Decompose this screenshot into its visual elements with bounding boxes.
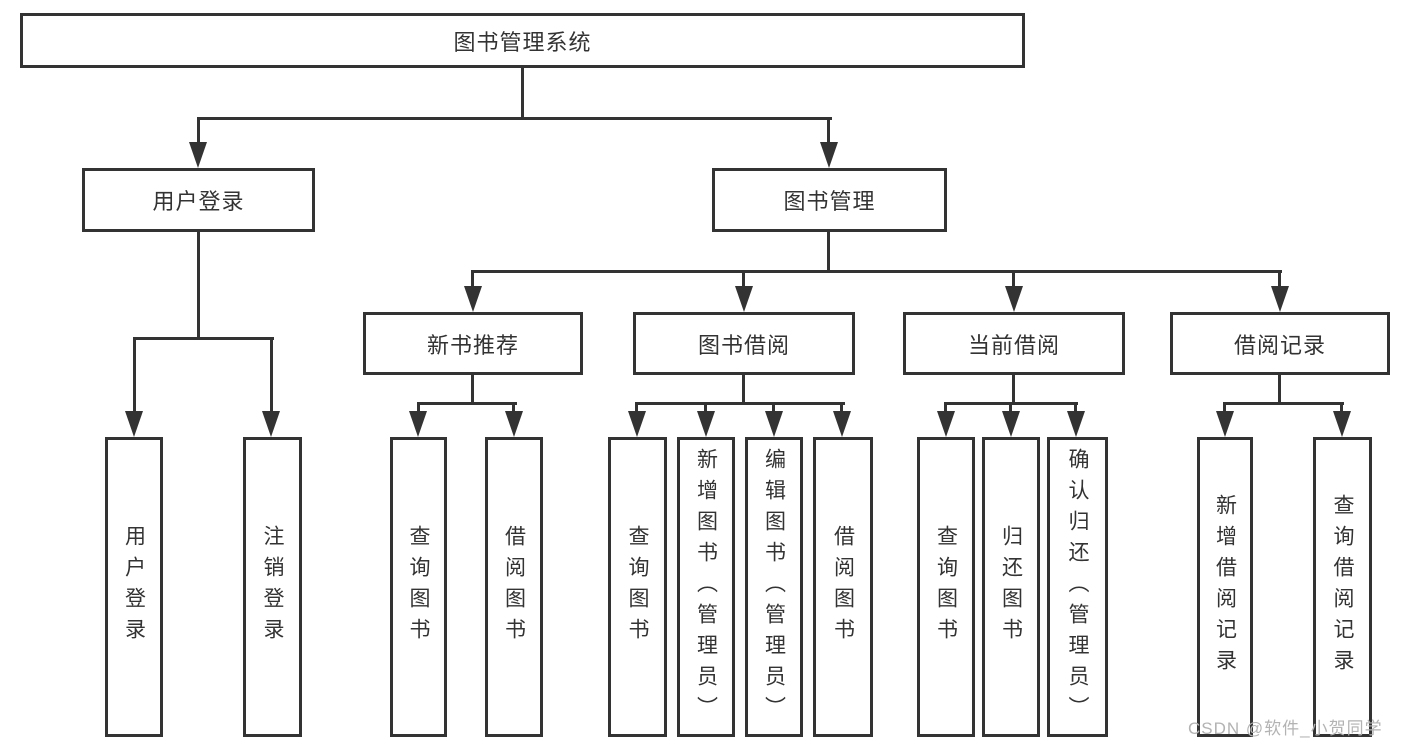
connector-root-split [197,117,832,120]
node-book-management: 图书管理 [712,168,947,232]
connector-book-mgmt-split [471,270,1282,273]
leaf-query-borrow-record: 查询借阅记录 [1313,437,1372,737]
node-new-book-recommendation: 新书推荐 [363,312,583,375]
leaf-query-borrow-record-label: 查询借阅记录 [1331,494,1354,680]
arrow-down-icon [464,286,482,312]
arrow-down-icon [628,411,646,437]
connector-stub-return [1009,402,1012,415]
node-book-borrowing: 图书借阅 [633,312,855,375]
connector-stub-current [1012,270,1015,290]
connector-book-mgmt-stem [827,232,830,273]
leaf-borrow-books-1: 借阅图书 [485,437,543,737]
arrow-down-icon [1216,411,1234,437]
leaf-user-login-label: 用户登录 [122,525,146,649]
arrow-down-icon [833,411,851,437]
arrow-down-icon [937,411,955,437]
connector-borrow-stem [742,375,745,404]
arrow-down-icon [820,142,838,168]
leaf-confirm-return-admin-label: 确认归还（管理员） [1066,447,1089,727]
arrow-down-icon [1005,286,1023,312]
connector-stub-leaf-logout [270,337,273,415]
node-user-login: 用户登录 [82,168,315,232]
connector-stub-query3 [944,402,947,415]
connector-records-stem [1278,375,1281,404]
leaf-add-borrow-record: 新增借阅记录 [1197,437,1253,737]
connector-stub-queryrec [1340,402,1343,415]
leaf-query-books-3-label: 查询图书 [934,525,958,649]
leaf-query-books-3: 查询图书 [917,437,975,737]
leaf-return-books: 归还图书 [982,437,1040,737]
leaf-edit-book-admin: 编辑图书（管理员） [745,437,803,737]
leaf-query-books-1-label: 查询图书 [407,525,430,649]
arrow-down-icon [189,142,207,168]
leaf-add-borrow-record-label: 新增借阅记录 [1213,494,1237,680]
connector-stub-leaf-user-login [133,337,136,415]
connector-stub-book-mgmt [827,117,830,147]
node-library-management-system: 图书管理系统 [20,13,1025,68]
arrow-down-icon [505,411,523,437]
leaf-logout-label: 注销登录 [261,525,284,649]
leaf-borrow-books-2: 借阅图书 [813,437,873,737]
connector-records-split [1223,402,1344,405]
arrow-down-icon [1271,286,1289,312]
leaf-confirm-return-admin: 确认归还（管理员） [1047,437,1108,737]
leaf-add-book-admin: 新增图书（管理员） [677,437,735,737]
connector-stub-confirm [1074,402,1077,415]
arrow-down-icon [765,411,783,437]
leaf-return-books-label: 归还图书 [999,525,1023,649]
node-borrowing-records: 借阅记录 [1170,312,1390,375]
connector-stub-editbook [772,402,775,415]
connector-user-login-split [133,337,274,340]
leaf-query-books-1: 查询图书 [390,437,447,737]
connector-new-rec-stem [471,375,474,404]
connector-stub-borrow1 [512,402,515,415]
connector-stub-user-login [197,117,200,147]
connector-stub-borrow2 [840,402,843,415]
connector-root-stem [521,68,524,120]
arrow-down-icon [409,411,427,437]
arrow-down-icon [697,411,715,437]
connector-new-rec-split [417,402,517,405]
arrow-down-icon [1333,411,1351,437]
arrow-down-icon [1002,411,1020,437]
csdn-watermark: CSDN @软件_小贺同学 [1188,719,1383,738]
arrow-down-icon [1067,411,1085,437]
leaf-borrow-books-2-label: 借阅图书 [831,525,855,649]
arrow-down-icon [262,411,280,437]
connector-user-login-stem [197,232,200,339]
arrow-down-icon [125,411,143,437]
connector-stub-query1 [417,402,420,415]
arrow-down-icon [735,286,753,312]
connector-current-stem [1012,375,1015,404]
connector-borrow-split [635,402,845,405]
leaf-edit-book-admin-label: 编辑图书（管理员） [762,447,786,727]
node-current-borrowing: 当前借阅 [903,312,1125,375]
leaf-add-book-admin-label: 新增图书（管理员） [694,447,718,727]
connector-stub-borrow [742,270,745,290]
leaf-borrow-books-1-label: 借阅图书 [502,525,526,649]
connector-stub-addrec [1223,402,1226,415]
connector-stub-query2 [635,402,638,415]
connector-stub-records [1278,270,1281,290]
leaf-query-books-2: 查询图书 [608,437,667,737]
leaf-logout: 注销登录 [243,437,302,737]
connector-stub-addbook [704,402,707,415]
connector-stub-new-rec [471,270,474,290]
leaf-user-login: 用户登录 [105,437,163,737]
leaf-query-books-2-label: 查询图书 [626,525,649,649]
